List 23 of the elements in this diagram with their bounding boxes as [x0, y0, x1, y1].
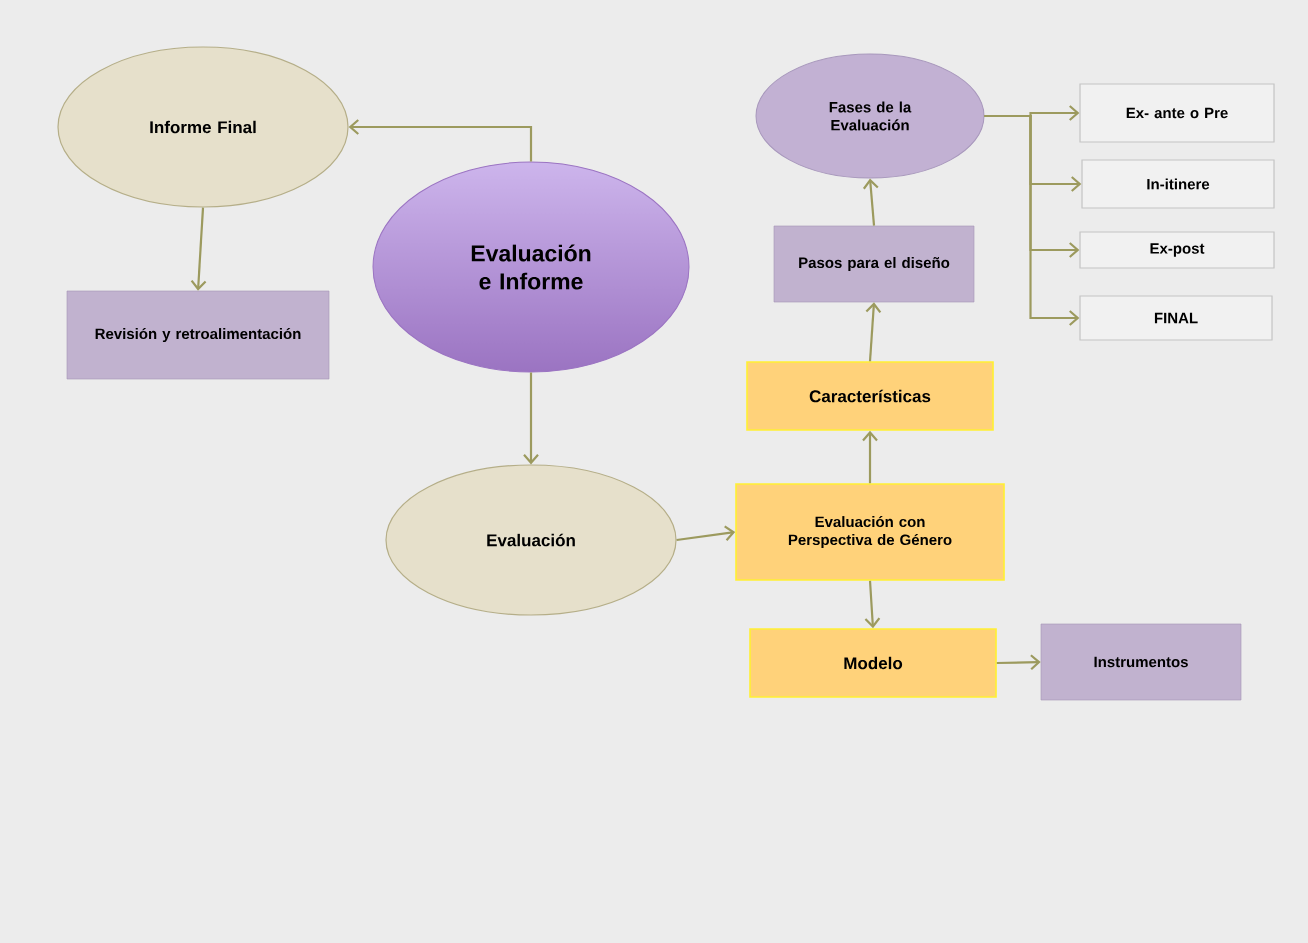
concept-box: Evaluación con Perspectiva de Género	[735, 483, 1005, 581]
oval-node: Informe Final	[57, 46, 349, 208]
phase-box: In-itinere	[1081, 159, 1275, 209]
arrow	[348, 119, 533, 162]
arrow	[984, 114, 1080, 326]
concept-box: Modelo	[749, 628, 997, 698]
arrow	[862, 430, 878, 484]
phase-box: Ex-post	[1079, 231, 1275, 269]
arrow	[996, 654, 1041, 671]
concept-box: Instrumentos	[1040, 623, 1242, 701]
concept-box: Características	[746, 361, 994, 431]
arrow	[523, 372, 539, 465]
concept-box: Pasos para el diseño	[773, 225, 975, 303]
arrow	[676, 525, 736, 542]
oval-node: Evaluación	[385, 464, 677, 616]
arrow	[865, 302, 882, 362]
phase-box: FINAL	[1079, 295, 1273, 341]
phase-box: Ex- ante o Pre	[1079, 83, 1275, 143]
arrow	[864, 580, 881, 629]
arrow	[190, 207, 207, 291]
oval-node: Fases de la Evaluación	[755, 53, 985, 179]
concept-box: Revisión y retroalimentación	[66, 290, 330, 380]
arrow	[862, 178, 879, 226]
